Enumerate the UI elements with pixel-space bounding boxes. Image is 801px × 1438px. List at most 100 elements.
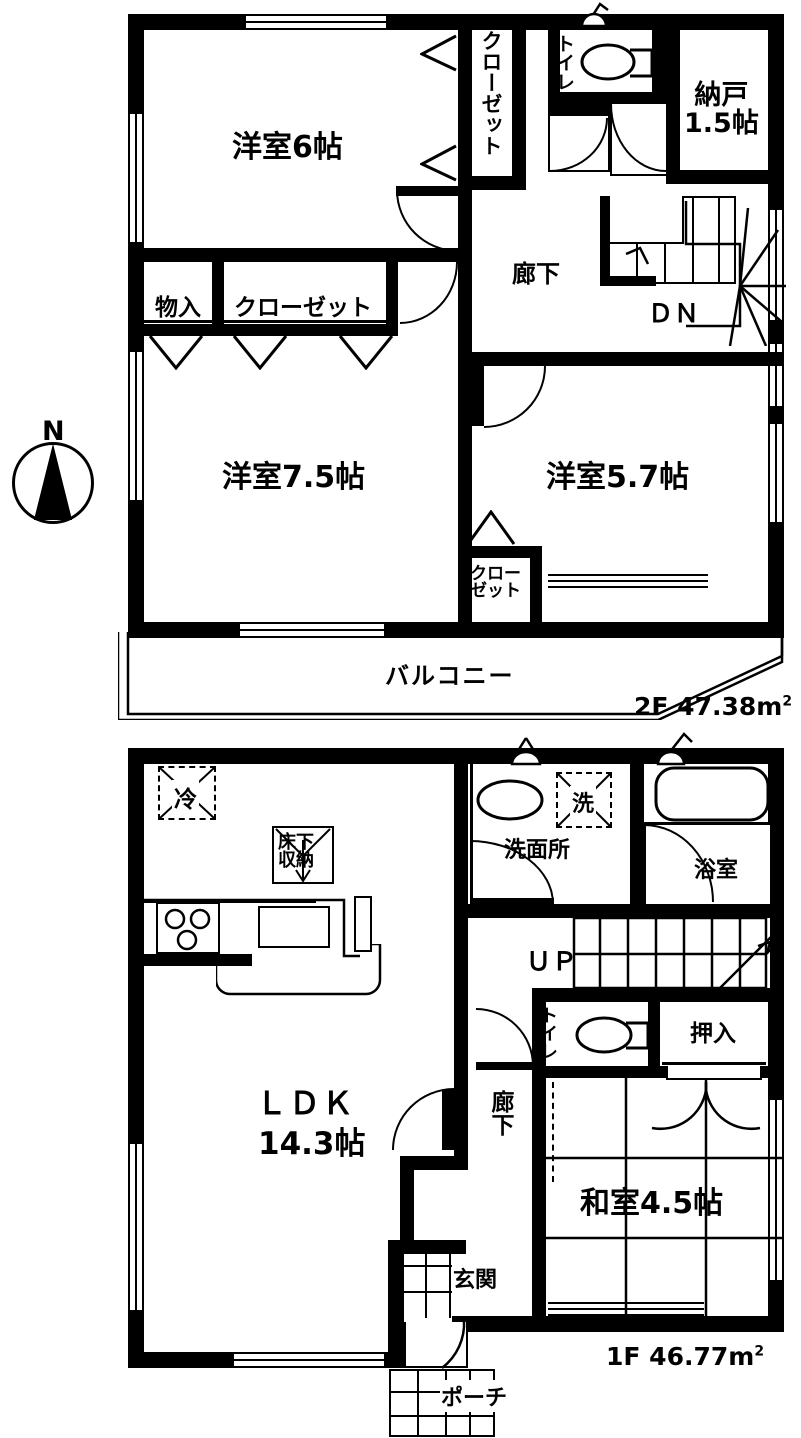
- wall-2f-corridor-bottom: [458, 352, 784, 366]
- wall-1f-washarea-bottom: [454, 904, 784, 918]
- room-label-2f-corridor: 廊下: [512, 260, 560, 288]
- room-label-2f-room57: 洋室5.7帖: [546, 460, 690, 495]
- door-sill-1f-toilet: [476, 1062, 534, 1070]
- door-header-2f-room6: [396, 186, 458, 196]
- door-swing-1f-toilet: [476, 1008, 534, 1066]
- wall-2f-corridor-left: [458, 176, 472, 366]
- room-label-1f-porch: ポーチ: [440, 1380, 509, 1412]
- wall-1f-corridor-right: [532, 1078, 546, 1320]
- room-label-1f-toilet: トイレ: [537, 1006, 558, 1060]
- stove-burner-circles: [164, 908, 211, 951]
- wall-2f-smallcloset-top: [458, 546, 542, 558]
- room-label-1f-bath: 浴室: [694, 858, 739, 883]
- bathtub-fixture: [654, 766, 770, 822]
- wall-2f-closet-bottom: [458, 176, 526, 190]
- wall-2f-top: [128, 14, 784, 30]
- room-label-2f-room75: 洋室7.5帖: [222, 460, 366, 495]
- room-label-1f-ldk: ＬＤＫ: [256, 1086, 355, 1122]
- oshiire-folding-doors: [651, 1082, 761, 1131]
- room-label-2f-monoire: 物入: [155, 295, 201, 321]
- entrance-door-frame: [404, 1322, 468, 1368]
- room-label-2f-closet-mid: クローゼット: [234, 295, 372, 321]
- label-refrigerator: 冷: [172, 780, 199, 814]
- kitchen-sink: [258, 906, 330, 948]
- closet-door-chevron-1: [148, 335, 204, 370]
- stairs-2f-upper-band: [608, 196, 684, 244]
- kitchen-island-outline: [216, 944, 382, 996]
- room-label-1f-corridor: 廊下: [487, 1090, 513, 1136]
- wall-2f-closet-right: [512, 26, 526, 176]
- window-1f-bottom-ldk: [234, 1352, 384, 1368]
- closet-inner-line-2f-top: [466, 30, 469, 176]
- room-label-2f-closet-small: クロー ゼット: [470, 564, 521, 602]
- area-label-1f: 1F 46.77m2: [606, 1342, 765, 1371]
- under-floor-storage-arrows: [275, 828, 331, 883]
- room-label-2f-closet-top: クローゼット: [479, 30, 503, 156]
- room-label-1f-washitsu: 和室4.5帖: [580, 1186, 724, 1221]
- vent-icon-1f-washbasin: [510, 737, 542, 766]
- room-label-2f-nando: 納戸 1.5帖: [684, 80, 759, 139]
- wall-1f-kitchen-stub: [144, 954, 252, 966]
- toilet-fixture-2f: [580, 43, 654, 81]
- balcony-outline: [118, 632, 784, 720]
- closet-door-chevron-3: [338, 335, 394, 370]
- kitchen-tall-unit: [354, 896, 372, 952]
- wall-2f-room6-closet: [458, 26, 472, 176]
- wall-1f-ldk-right-a: [454, 748, 468, 918]
- window-2f-left-room75: [128, 352, 144, 500]
- wall-2f-monoire-left: [128, 248, 142, 324]
- wall-2f-monoire-right: [212, 260, 224, 326]
- room-label-2f-down: ＤＮ: [648, 299, 701, 328]
- door-swing-2f-room6: [396, 190, 458, 252]
- wall-2f-smallcloset-right: [530, 546, 542, 622]
- entrance-door-swing: [441, 1319, 466, 1369]
- wall-2f-stairwell-stub: [600, 276, 656, 286]
- wall-2f-nando-bottom: [666, 170, 784, 184]
- window-1f-left-ldk: [128, 1144, 144, 1310]
- wall-2f-closetband-right: [386, 248, 398, 336]
- window-2f-right-room57-b: [768, 424, 784, 522]
- label-1f-up: ＵＰ: [526, 947, 579, 976]
- wall-2f-toilet-right: [652, 26, 666, 106]
- room-label-2f-room6: 洋室6帖: [232, 130, 343, 165]
- stove-burners: [156, 902, 220, 954]
- door-sill-1f-washbasin: [470, 898, 554, 906]
- window-2f-left-room6: [128, 114, 144, 242]
- area-label-2f: 2F 47.38m2: [634, 692, 793, 721]
- tatami-grid: [546, 1078, 784, 1318]
- wall-2f-hall-stub: [548, 104, 610, 116]
- compass-needle: [12, 442, 94, 524]
- closet-door-chevron-small: [466, 510, 516, 545]
- toilet-fixture-1f: [575, 1016, 650, 1054]
- label-washer: 洗: [570, 786, 597, 818]
- closet-door-chevron-top-a: [420, 34, 457, 72]
- vent-icon-1f-bath: [656, 732, 693, 766]
- door-frame-2f-room57: [472, 366, 484, 426]
- kitchen-counter-outline: [144, 898, 360, 958]
- wall-2f-closet-band-bottom: [128, 324, 398, 336]
- wall-2f-nando-left: [666, 26, 680, 184]
- door-swing-2f-room57: [484, 366, 546, 428]
- compass-rose: N: [12, 416, 112, 538]
- wall-1f-toilet-right: [648, 988, 660, 1078]
- closet-door-chevron-2: [232, 335, 288, 370]
- label-under-floor-storage: 床下 収納: [278, 832, 314, 872]
- vent-icon-2f-toilet: [580, 2, 609, 28]
- wall-1f-bottom-right: [452, 1316, 784, 1332]
- window-2f-top-room6: [246, 14, 386, 30]
- wall-1f-hall-left: [400, 1156, 414, 1250]
- wall-1f-bath-left: [630, 762, 644, 918]
- room-label-1f-genkan: 玄関: [452, 1262, 499, 1294]
- room-label-2f-balcony: バルコニー: [385, 662, 515, 690]
- wall-1f-toilet-left: [532, 988, 546, 1078]
- window-2f-room57-bottom: [548, 574, 708, 588]
- washbasin-fixture: [476, 779, 544, 821]
- oshiire-door-line: [666, 1066, 762, 1080]
- wall-2f-room6-bottom: [128, 248, 472, 262]
- room-label-2f-toilet: トイレ: [553, 34, 575, 91]
- room-label-1f-ldk-size: 14.3帖: [258, 1126, 366, 1162]
- wall-1f-entry-left: [388, 1240, 404, 1368]
- wall-2f-toilet-bottom: [548, 92, 666, 106]
- room-label-1f-oshiire: 押入: [690, 1021, 736, 1047]
